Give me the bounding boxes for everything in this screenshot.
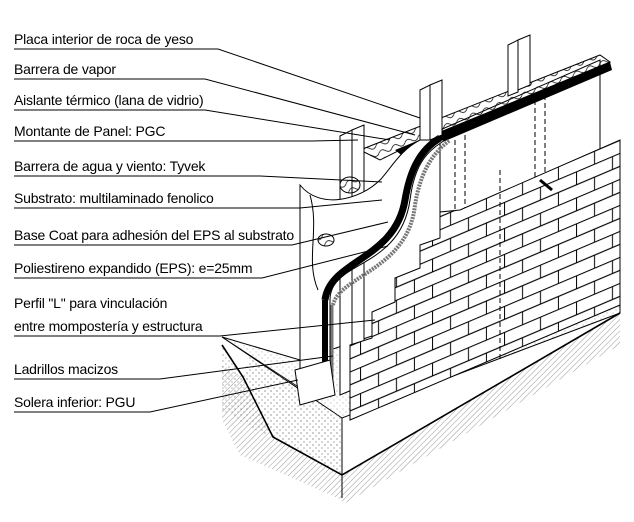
leader-lines (14, 48, 421, 413)
label-perfil-l-line1: Perfil "L" para vinculación (14, 295, 168, 311)
label-substrato: Substrato: multilaminado fenolico (14, 190, 214, 206)
label-solera: Solera inferior: PGU (14, 394, 136, 410)
label-aislante-termico: Aislante térmico (lana de vidrio) (14, 92, 204, 108)
brick-veneer (349, 139, 621, 421)
stud-back (507, 34, 531, 97)
label-montante: Montante de Panel: PGC (14, 123, 166, 139)
label-ladrillos: Ladrillos macizos (14, 361, 118, 377)
label-base-coat: Base Coat para adhesión del EPS al subst… (14, 227, 294, 243)
label-placa-interior: Placa interior de roca de yeso (14, 31, 194, 47)
layered-cutaway (294, 134, 452, 406)
label-barrera-vapor: Barrera de vapor (14, 61, 116, 77)
label-perfil-l-line2: entre mompostería y estructura (14, 318, 203, 334)
label-eps: Poliestireno expandido (EPS): e=25mm (14, 260, 253, 276)
stud-middle (419, 79, 443, 147)
label-tyvek: Barrera de agua y viento: Tyvek (14, 158, 206, 174)
